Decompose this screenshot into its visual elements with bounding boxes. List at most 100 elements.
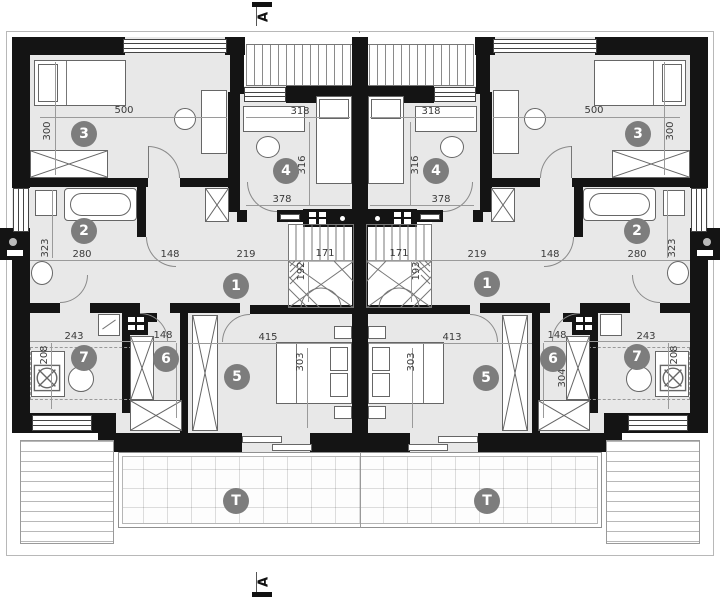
chair-icon xyxy=(440,136,464,158)
window-icon xyxy=(32,415,92,431)
wall xyxy=(122,313,130,413)
room-label-3: 3 xyxy=(71,121,97,147)
dimension-label: 300 xyxy=(42,121,53,141)
window-icon xyxy=(13,188,29,232)
door-arc-icon xyxy=(222,314,250,342)
chair-icon xyxy=(524,108,546,130)
bed-fold-line xyxy=(296,343,297,403)
room-label-6: 6 xyxy=(540,346,566,372)
section-line xyxy=(256,4,257,26)
dimension-label: 318 xyxy=(290,106,310,117)
section-marker-label: A xyxy=(256,11,272,23)
pillow-icon xyxy=(38,64,58,102)
wall xyxy=(228,92,240,212)
room-label-1: 1 xyxy=(474,271,500,297)
dimension-label: 316 xyxy=(297,155,308,175)
dimension-label: 148 xyxy=(540,249,560,260)
toilet-icon xyxy=(31,261,53,285)
wall xyxy=(180,313,188,433)
dimension-label: 280 xyxy=(627,249,647,260)
dimension-label: 148 xyxy=(547,330,567,341)
basin-icon xyxy=(626,366,652,392)
wall xyxy=(12,232,30,413)
room-label-5: 5 xyxy=(473,365,499,391)
sliding-door-icon xyxy=(408,444,448,451)
stairs-icon xyxy=(366,224,432,308)
balcony-door-icon xyxy=(244,87,286,102)
dim-line xyxy=(246,205,350,206)
dimension-label: 378 xyxy=(431,194,451,205)
dimension-label: 219 xyxy=(467,249,487,260)
wall xyxy=(12,37,125,55)
wall xyxy=(580,303,598,313)
wardrobe-icon xyxy=(566,336,590,400)
balcony-door-icon xyxy=(434,87,476,102)
nightstand-icon xyxy=(334,326,352,339)
stairs-icon xyxy=(288,224,354,308)
dimension-label: 378 xyxy=(272,194,292,205)
dim-line xyxy=(308,262,309,302)
room-label-6: 6 xyxy=(153,346,179,372)
kitchen-sink-icon xyxy=(33,364,61,392)
dimension-label: 323 xyxy=(667,238,678,258)
wall xyxy=(250,305,352,314)
dimension-label: 318 xyxy=(421,106,441,117)
pillow-icon xyxy=(330,347,348,371)
wall xyxy=(478,433,604,452)
room-label-2: 2 xyxy=(624,218,650,244)
wall xyxy=(660,303,690,313)
chair-icon xyxy=(256,136,280,158)
dimension-label: 171 xyxy=(389,248,409,259)
exterior-chimney-icon xyxy=(0,228,30,260)
dimension-label: 148 xyxy=(160,249,180,260)
dimension-label: 500 xyxy=(584,105,604,116)
wall xyxy=(310,433,360,452)
kitchen-sink-icon xyxy=(659,364,687,392)
wall xyxy=(180,178,240,187)
room-label-5: 5 xyxy=(224,364,250,390)
dimension-label: 208 xyxy=(669,345,680,365)
wall xyxy=(690,37,708,188)
dimension-label: 243 xyxy=(64,331,84,342)
balcony-railing xyxy=(246,44,358,86)
pillow-icon xyxy=(319,99,349,119)
dimension-label: 208 xyxy=(39,345,50,365)
wall xyxy=(572,178,690,187)
unit-left-structure xyxy=(0,37,360,544)
dim-line xyxy=(51,343,52,409)
chimney-flue-icon xyxy=(303,209,352,227)
dimension-label: 415 xyxy=(258,332,278,343)
wall xyxy=(574,187,583,237)
dimension-label: 192 xyxy=(296,261,307,281)
window-icon xyxy=(493,39,597,53)
unit-right-structure xyxy=(360,0,720,600)
balcony-railing xyxy=(362,44,474,86)
wardrobe-icon xyxy=(538,400,590,431)
nightstand-icon xyxy=(368,326,386,339)
desk-icon xyxy=(493,90,519,154)
desk-icon xyxy=(243,106,305,132)
washbasin-icon xyxy=(35,190,57,216)
stairwell-floor xyxy=(288,222,354,308)
nightstand-icon xyxy=(334,406,352,419)
door-arc-icon xyxy=(540,146,572,178)
room-label-3: 3 xyxy=(625,121,651,147)
dimension-label: 219 xyxy=(236,249,256,260)
wall xyxy=(480,303,550,313)
pillow-icon xyxy=(662,64,682,102)
nightstand-icon xyxy=(368,406,386,419)
window-icon xyxy=(691,188,707,232)
sliding-door-icon xyxy=(438,436,478,443)
closet-icon xyxy=(491,188,515,222)
terrace-label: T xyxy=(474,488,500,514)
window-icon xyxy=(628,415,688,431)
dim-line xyxy=(309,122,310,205)
terrace-divider xyxy=(360,452,361,528)
closet-icon xyxy=(205,188,229,222)
dimension-label: 304 xyxy=(557,368,568,388)
dimension-label: 316 xyxy=(410,155,421,175)
party-wall xyxy=(352,37,360,452)
wardrobe-icon xyxy=(130,400,182,431)
section-bar xyxy=(252,592,272,597)
